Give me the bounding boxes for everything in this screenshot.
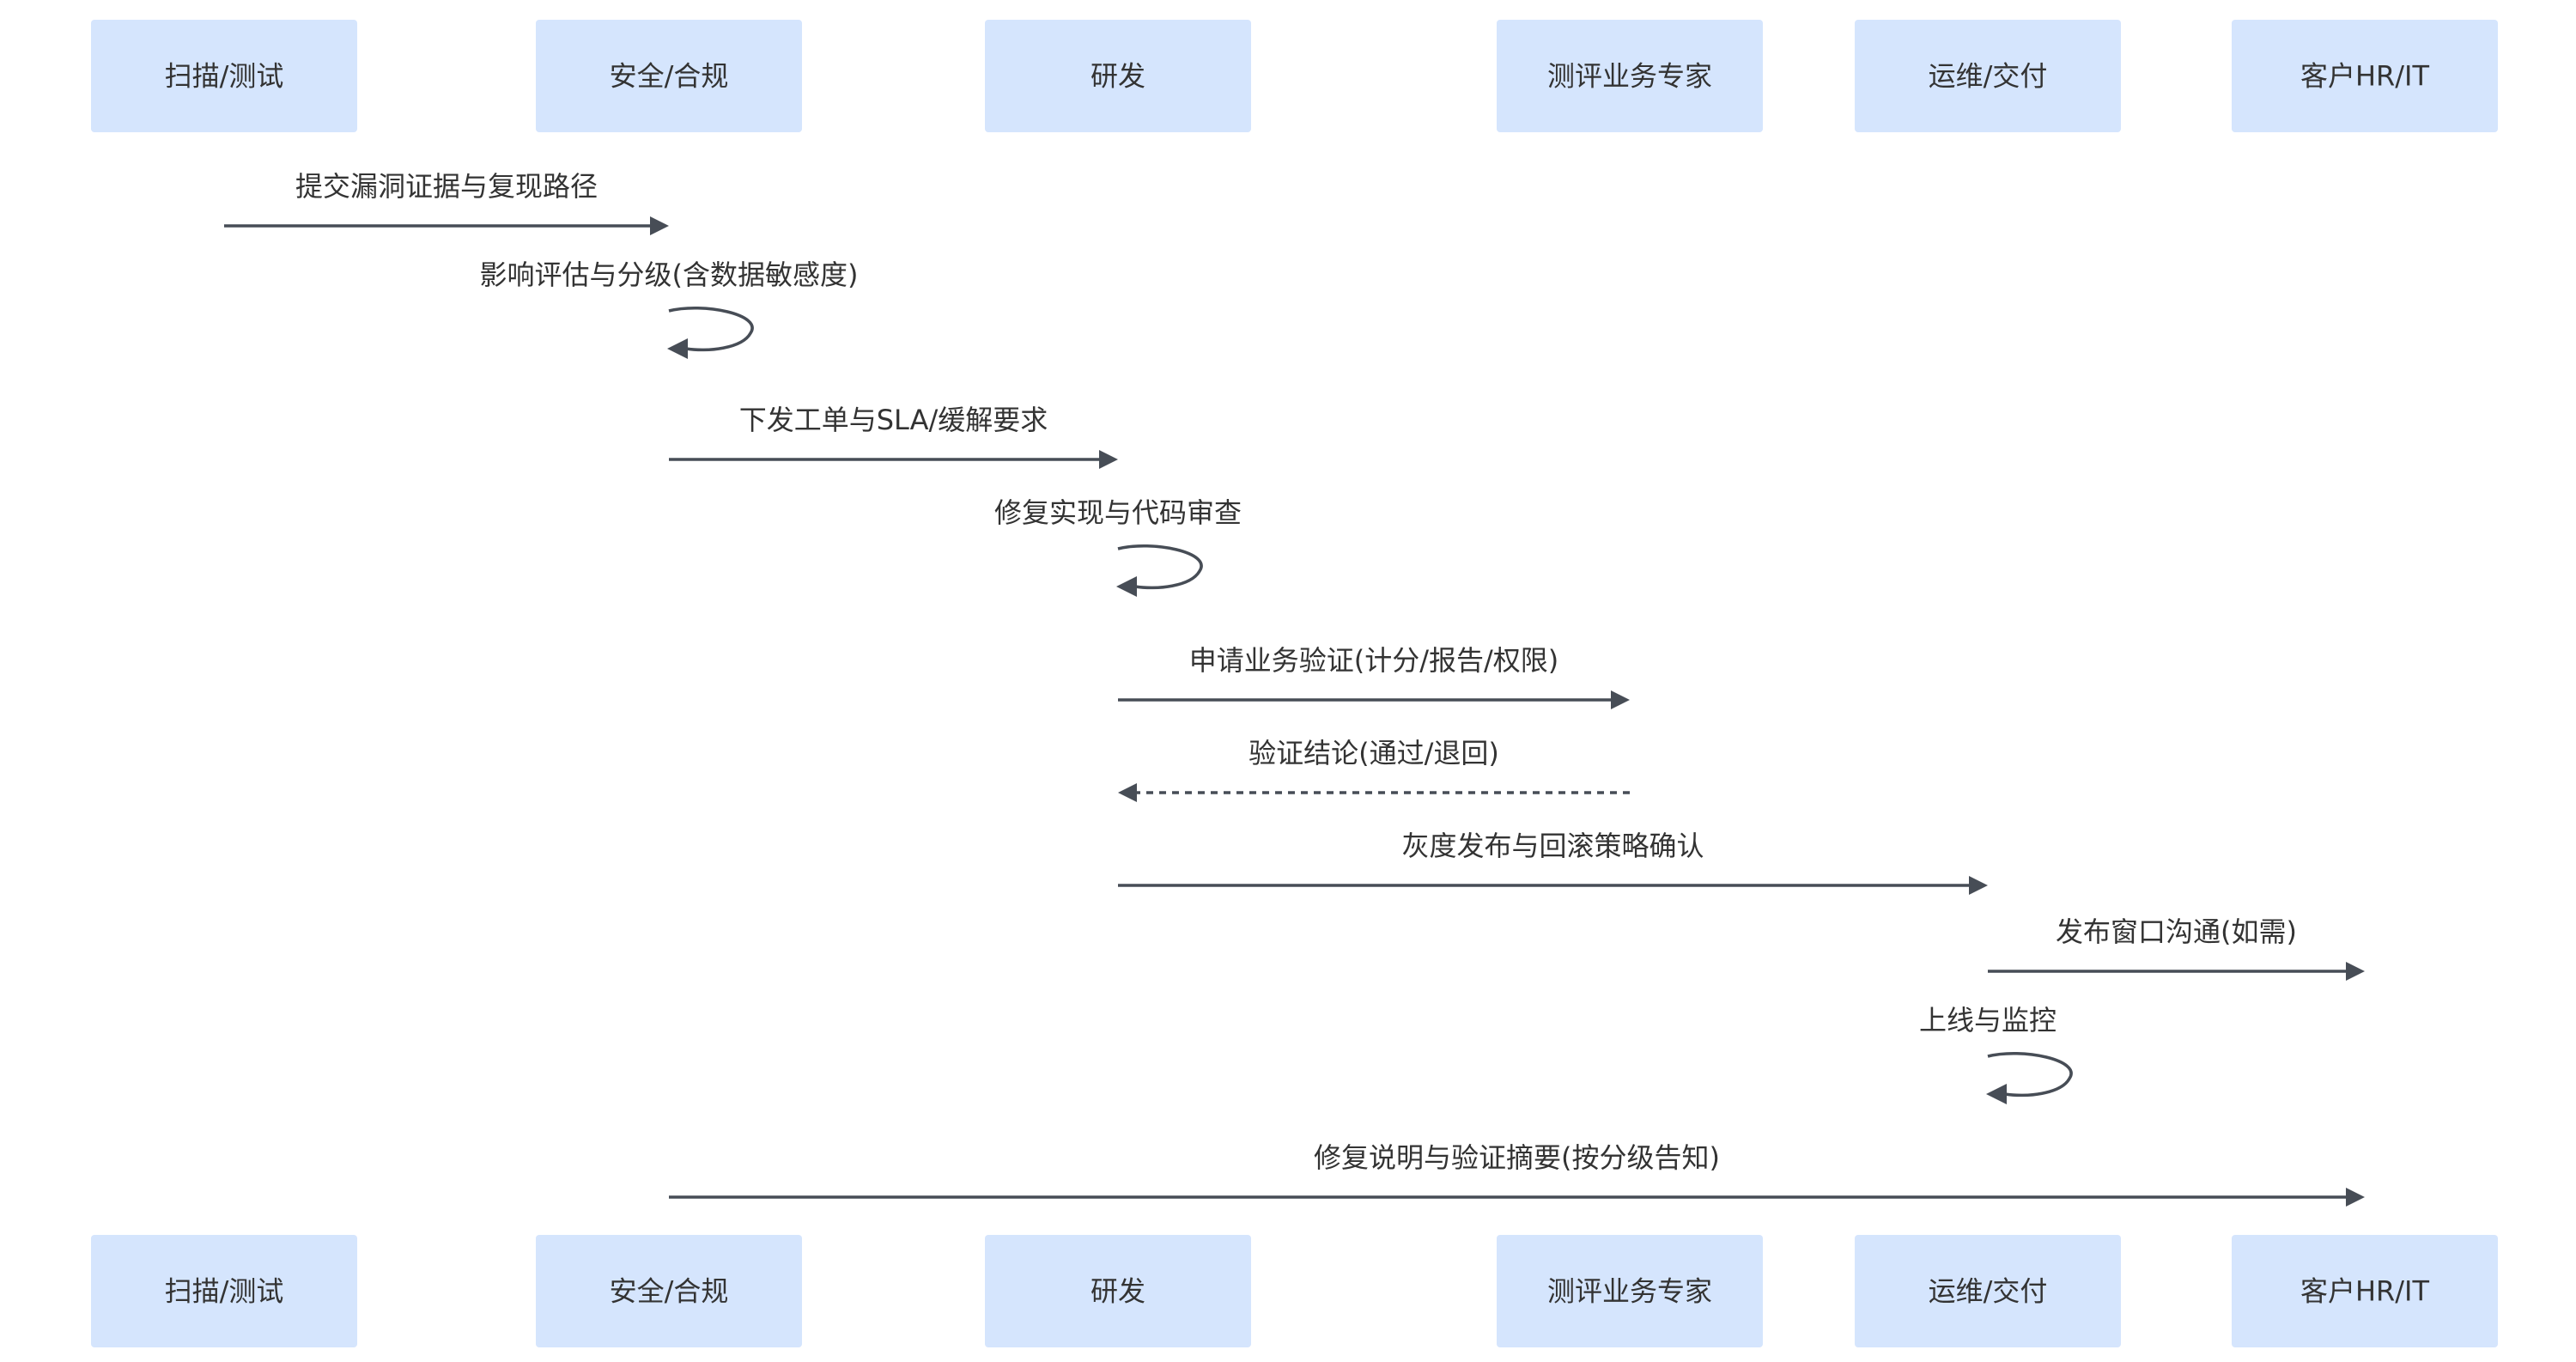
message-label: 灰度发布与回滚策略确认 bbox=[1401, 830, 1704, 862]
top-participant: 安全/合规 bbox=[536, 20, 802, 132]
participant-label: 运维/交付 bbox=[1929, 1275, 2048, 1308]
participant-label: 测评业务专家 bbox=[1547, 1275, 1712, 1308]
message-label: 发布窗口沟通(如需) bbox=[2056, 915, 2297, 948]
arrowhead-icon bbox=[1118, 783, 1137, 802]
message: 发布窗口沟通(如需) bbox=[1988, 915, 2365, 981]
bottom-participant: 测评业务专家 bbox=[1497, 1235, 1763, 1347]
message: 上线与监控 bbox=[1919, 1004, 2073, 1104]
arrowhead-icon bbox=[667, 338, 688, 359]
participant-box bbox=[985, 20, 1251, 132]
message: 申请业务验证(计分/报告/权限) bbox=[1118, 644, 1630, 709]
top-participant: 客户HR/IT bbox=[2232, 20, 2498, 132]
bottom-participant: 客户HR/IT bbox=[2232, 1235, 2498, 1347]
arrowhead-icon bbox=[2346, 1188, 2365, 1207]
message-label: 下发工单与SLA/缓解要求 bbox=[739, 404, 1048, 436]
message: 验证结论(通过/退回) bbox=[1118, 737, 1630, 802]
top-participant: 测评业务专家 bbox=[1497, 20, 1763, 132]
message-label: 验证结论(通过/退回) bbox=[1249, 737, 1499, 769]
participants-top: 扫描/测试 安全/合规 研发 测评业务专家 运维/交付 客户HR/IT bbox=[91, 20, 2498, 132]
message-label: 申请业务验证(计分/报告/权限) bbox=[1189, 644, 1559, 677]
message: 影响评估与分级(含数据敏感度) bbox=[480, 258, 859, 359]
participant-box bbox=[91, 1235, 357, 1347]
top-participant: 运维/交付 bbox=[1855, 20, 2121, 132]
bottom-participant: 扫描/测试 bbox=[91, 1235, 357, 1347]
message-label: 修复实现与代码审查 bbox=[994, 496, 1242, 529]
participant-box bbox=[91, 20, 357, 132]
arrowhead-icon bbox=[1969, 876, 1988, 895]
arrowhead-icon bbox=[1611, 690, 1630, 709]
self-loop-arrow bbox=[668, 307, 754, 352]
message: 修复说明与验证摘要(按分级告知) bbox=[669, 1141, 2365, 1207]
participant-box bbox=[536, 1235, 802, 1347]
arrowhead-icon bbox=[2346, 962, 2365, 981]
participant-label: 客户HR/IT bbox=[2300, 60, 2430, 93]
arrowhead-icon bbox=[1116, 576, 1137, 597]
bottom-participant: 运维/交付 bbox=[1855, 1235, 2121, 1347]
participant-label: 扫描/测试 bbox=[165, 60, 284, 93]
participant-box bbox=[1497, 1235, 1763, 1347]
message-label: 修复说明与验证摘要(按分级告知) bbox=[1314, 1141, 1720, 1174]
self-loop-arrow bbox=[1987, 1052, 2073, 1098]
participant-label: 测评业务专家 bbox=[1547, 60, 1712, 93]
participant-box bbox=[2232, 1235, 2498, 1347]
message: 修复实现与代码审查 bbox=[994, 496, 1242, 597]
arrowhead-icon bbox=[1099, 450, 1118, 469]
participant-label: 研发 bbox=[1091, 60, 1145, 93]
participants-bottom: 扫描/测试 安全/合规 研发 测评业务专家 运维/交付 客户HR/IT bbox=[91, 1235, 2498, 1347]
participant-box bbox=[1855, 20, 2121, 132]
message-label: 上线与监控 bbox=[1919, 1004, 2057, 1037]
self-loop-arrow bbox=[1117, 544, 1203, 590]
participant-box bbox=[2232, 20, 2498, 132]
participant-box bbox=[1497, 20, 1763, 132]
participant-label: 安全/合规 bbox=[610, 60, 729, 93]
message-label: 提交漏洞证据与复现路径 bbox=[295, 170, 598, 203]
participant-label: 研发 bbox=[1091, 1275, 1145, 1308]
participant-box bbox=[985, 1235, 1251, 1347]
participant-box bbox=[536, 20, 802, 132]
participant-label: 扫描/测试 bbox=[165, 1275, 284, 1308]
participant-label: 客户HR/IT bbox=[2300, 1275, 2430, 1308]
participant-box bbox=[1855, 1235, 2121, 1347]
message: 提交漏洞证据与复现路径 bbox=[224, 170, 669, 235]
top-participant: 扫描/测试 bbox=[91, 20, 357, 132]
bottom-participant: 研发 bbox=[985, 1235, 1251, 1347]
arrowhead-icon bbox=[1986, 1084, 2007, 1104]
top-participant: 研发 bbox=[985, 20, 1251, 132]
participant-label: 安全/合规 bbox=[610, 1275, 729, 1308]
message: 灰度发布与回滚策略确认 bbox=[1118, 830, 1988, 895]
bottom-participant: 安全/合规 bbox=[536, 1235, 802, 1347]
participant-label: 运维/交付 bbox=[1929, 60, 2048, 93]
arrowhead-icon bbox=[650, 216, 669, 235]
message-label: 影响评估与分级(含数据敏感度) bbox=[480, 258, 859, 291]
message: 下发工单与SLA/缓解要求 bbox=[669, 404, 1118, 469]
